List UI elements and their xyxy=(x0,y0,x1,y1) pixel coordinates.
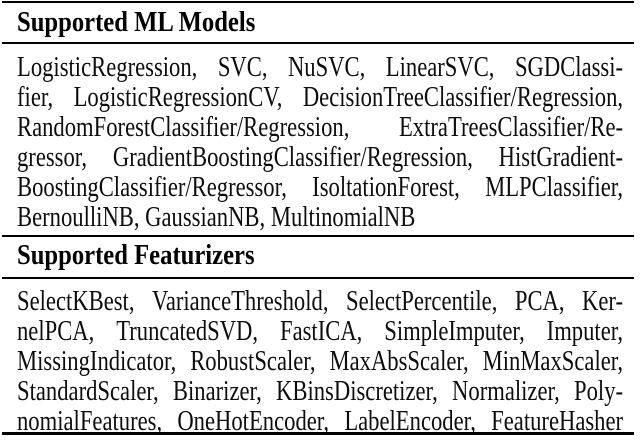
text-line: BoostingClassifier/Regressor,IsoltationF… xyxy=(17,171,624,203)
table-bottom-rule xyxy=(2,432,634,435)
section-divider-rule xyxy=(2,234,634,237)
section-header-ml-models: Supported ML Models xyxy=(17,7,297,37)
section-header-ml-models-label: Supported ML Models xyxy=(17,6,256,38)
text-line: LogisticRegression,SVC,NuSVC,LinearSVC,S… xyxy=(17,51,624,83)
section-header-featurizers-label: Supported Featurizers xyxy=(17,239,255,271)
text-line: gressor,GradientBoostingClassifier/Regre… xyxy=(17,141,624,173)
text-line: BernoulliNB, GaussianNB, MultinomialNB xyxy=(17,201,416,233)
text-line: nelPCA,TruncatedSVD,FastICA,SimpleImpute… xyxy=(17,315,624,347)
section-header-featurizers: Supported Featurizers xyxy=(17,240,297,270)
text-line: RandomForestClassifier/Regression,ExtraT… xyxy=(17,111,624,143)
text-line: nomialFeatures,OneHotEncoder,LabelEncode… xyxy=(17,405,624,437)
ml-models-header-rule xyxy=(2,42,634,44)
featurizers-header-rule xyxy=(2,277,634,279)
text-line: StandardScaler,Binarizer,KBinsDiscretize… xyxy=(17,375,624,407)
text-line: fier,LogisticRegressionCV,DecisionTreeCl… xyxy=(17,81,624,113)
text-line: SelectKBest,VarianceThreshold,SelectPerc… xyxy=(17,285,624,317)
table-top-rule xyxy=(2,1,634,4)
ml-models-cell: LogisticRegression,SVC,NuSVC,LinearSVC,S… xyxy=(17,52,623,232)
featurizers-cell: SelectKBest,VarianceThreshold,SelectPerc… xyxy=(17,286,623,436)
text-line: MissingIndicator,RobustScaler,MaxAbsScal… xyxy=(17,345,624,377)
